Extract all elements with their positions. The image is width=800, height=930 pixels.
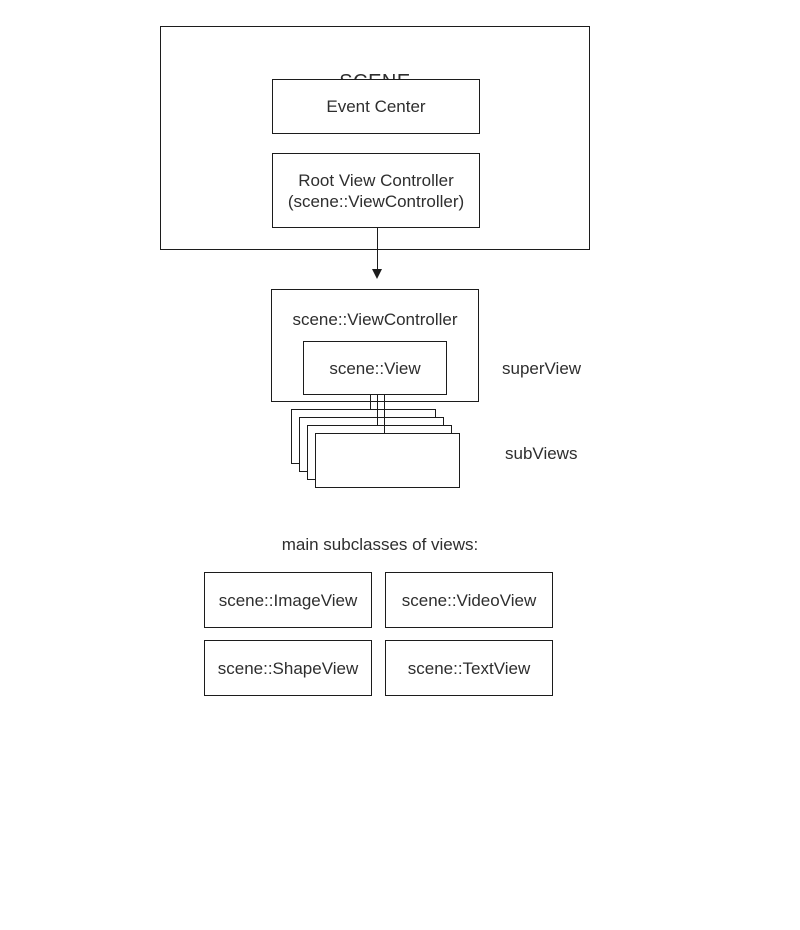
subclasses-heading: main subclasses of views:: [281, 535, 479, 554]
root-vc-label-line2: (scene::ViewController): [287, 191, 465, 211]
event-center-label: Event Center: [326, 97, 426, 116]
subclass-box-image-view: scene::ImageView: [204, 572, 372, 628]
root-vc-label-line1: Root View Controller: [298, 170, 454, 190]
event-center-box: Event Center: [272, 79, 480, 134]
subclass-label-shape-view: scene::ShapeView: [217, 658, 359, 678]
subview-connector-line-3: [384, 395, 385, 433]
subviews-label: subViews: [505, 444, 578, 463]
subclass-label-text-view: scene::TextView: [407, 658, 531, 678]
flow-arrow-line: [377, 228, 378, 270]
subclass-box-shape-view: scene::ShapeView: [204, 640, 372, 696]
subclass-box-text-view: scene::TextView: [385, 640, 553, 696]
superview-label: superView: [502, 359, 582, 378]
subclass-label-image-view: scene::ImageView: [218, 590, 358, 610]
subclass-label-video-view: scene::VideoView: [401, 590, 537, 610]
subview-stack-box-4: [315, 433, 460, 488]
subview-connector-line-2: [377, 395, 378, 425]
subclass-box-video-view: scene::VideoView: [385, 572, 553, 628]
subview-connector-line-1: [370, 395, 371, 409]
root-view-controller-box: Root View Controller (scene::ViewControl…: [272, 153, 480, 228]
flow-arrow-head: [372, 269, 382, 279]
view-controller-title: scene::ViewController: [292, 310, 458, 329]
scene-view-label: scene::View: [329, 358, 421, 378]
scene-view-box: scene::View: [303, 341, 447, 395]
